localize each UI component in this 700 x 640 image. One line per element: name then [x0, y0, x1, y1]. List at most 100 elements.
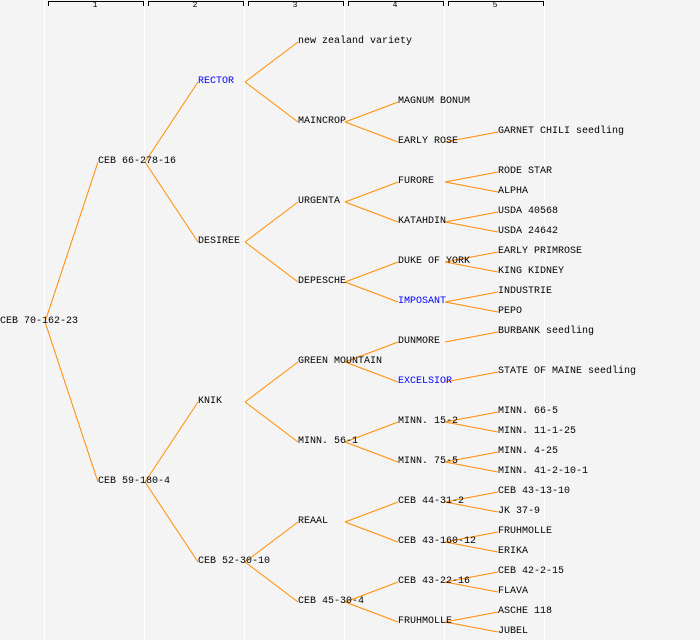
pedigree-node[interactable]: CEB 42-2-15 — [498, 566, 565, 577]
pedigree-node[interactable]: PEPO — [498, 306, 523, 317]
pedigree-root[interactable]: CEB 70-162-23 — [0, 316, 79, 327]
pedigree-node[interactable]: FRUHMOLLE — [398, 616, 453, 627]
pedigree-link — [344, 201, 399, 223]
pedigree-node[interactable]: BURBANK seedling — [498, 326, 595, 337]
pedigree-link — [444, 531, 499, 543]
pedigree-node[interactable]: CEB 52-30-10 — [198, 556, 271, 567]
pedigree-node[interactable]: CEB 43-160-12 — [398, 536, 477, 547]
generation-bracket — [348, 1, 444, 6]
pedigree-node[interactable]: FURORE — [398, 176, 435, 187]
pedigree-node[interactable]: GREEN MOUNTAIN — [298, 356, 383, 367]
pedigree-node[interactable]: USDA 40568 — [498, 206, 559, 217]
pedigree-node[interactable]: URGENTA — [298, 196, 341, 207]
pedigree-node[interactable]: INDUSTRIE — [498, 286, 553, 297]
pedigree-node[interactable]: MINN. 15-2 — [398, 416, 459, 427]
pedigree-node[interactable]: JK 37-9 — [498, 506, 541, 517]
pedigree-node[interactable]: ERIKA — [498, 546, 529, 557]
pedigree-node[interactable]: MINN. 66-5 — [498, 406, 559, 417]
pedigree-node[interactable]: DESIREE — [198, 236, 241, 247]
pedigree-link — [244, 81, 299, 123]
generation-label: 3 — [292, 1, 298, 10]
pedigree-node[interactable]: USDA 24642 — [498, 226, 559, 237]
pedigree-link — [244, 561, 299, 603]
pedigree-node[interactable]: MINN. 4-25 — [498, 446, 559, 457]
pedigree-node[interactable]: FRUHMOLLE — [498, 526, 553, 537]
pedigree-node[interactable]: KNIK — [198, 396, 223, 407]
pedigree-link — [344, 341, 399, 363]
pedigree-node[interactable]: new zealand variety — [298, 36, 413, 47]
generation-label: 4 — [392, 1, 398, 10]
pedigree-node[interactable]: IMPOSANT — [398, 296, 447, 307]
pedigree-node[interactable]: ALPHA — [498, 186, 529, 197]
pedigree-link — [444, 131, 499, 143]
pedigree-link — [444, 171, 499, 183]
pedigree-node[interactable]: REAAL — [298, 516, 329, 527]
generation-bracket — [48, 1, 144, 6]
pedigree-node[interactable]: MINN. 75-5 — [398, 456, 459, 467]
pedigree-link — [244, 521, 299, 563]
pedigree-link — [444, 541, 499, 553]
pedigree-link — [344, 101, 399, 123]
pedigree-link — [44, 161, 99, 323]
pedigree-link — [444, 211, 499, 223]
pedigree-node[interactable]: KATAHDIN — [398, 216, 447, 227]
pedigree-node[interactable]: FLAVA — [498, 586, 529, 597]
pedigree-link — [444, 421, 499, 433]
generation-label: 5 — [492, 1, 498, 10]
column-separator — [444, 0, 445, 640]
pedigree-link — [144, 81, 199, 163]
pedigree-link — [444, 461, 499, 473]
pedigree-link — [444, 621, 499, 633]
pedigree-link — [444, 501, 499, 513]
pedigree-node[interactable]: MAGNUM BONUM — [398, 96, 471, 107]
pedigree-link — [144, 481, 199, 563]
generation-label: 2 — [192, 1, 198, 10]
pedigree-link — [344, 441, 399, 463]
pedigree-node[interactable]: ASCHE 118 — [498, 606, 553, 617]
pedigree-node[interactable]: EARLY PRIMROSE — [498, 246, 583, 257]
pedigree-link — [444, 221, 499, 233]
pedigree-link — [244, 41, 299, 83]
pedigree-node[interactable]: EXCELSIOR — [398, 376, 453, 387]
pedigree-node[interactable]: KING KIDNEY — [498, 266, 565, 277]
pedigree-link — [344, 581, 399, 603]
column-separator — [244, 0, 245, 640]
pedigree-node[interactable]: STATE OF MAINE seedling — [498, 366, 637, 377]
pedigree-link — [444, 411, 499, 423]
pedigree-node[interactable]: DUNMORE — [398, 336, 441, 347]
pedigree-link — [444, 491, 499, 503]
pedigree-node[interactable]: MINN. 11-1-25 — [498, 426, 577, 437]
pedigree-link — [444, 571, 499, 583]
pedigree-node[interactable]: CEB 43-22-16 — [398, 576, 471, 587]
pedigree-node[interactable]: GARNET CHILI seedling — [498, 126, 625, 137]
pedigree-link — [344, 501, 399, 523]
pedigree-link — [444, 371, 499, 383]
pedigree-node[interactable]: DEPESCHE — [298, 276, 347, 287]
pedigree-node[interactable]: MAINCROP — [298, 116, 347, 127]
pedigree-node[interactable]: RODE STAR — [498, 166, 553, 177]
pedigree-link — [444, 291, 499, 303]
pedigree-node[interactable]: CEB 59-180-4 — [98, 476, 171, 487]
pedigree-node[interactable]: JUBEL — [498, 626, 529, 637]
pedigree-link — [444, 451, 499, 463]
pedigree-node[interactable]: CEB 45-30-4 — [298, 596, 365, 607]
pedigree-link — [344, 421, 399, 443]
pedigree-link — [344, 361, 399, 383]
pedigree-node[interactable]: CEB 66-278-16 — [98, 156, 177, 167]
pedigree-node[interactable]: CEB 44-31-2 — [398, 496, 465, 507]
pedigree-node[interactable]: DUKE OF YORK — [398, 256, 471, 267]
pedigree-node[interactable]: MINN. 56-1 — [298, 436, 359, 447]
pedigree-link — [144, 161, 199, 243]
pedigree-link — [444, 261, 499, 273]
pedigree-node[interactable]: MINN. 41-2-10-1 — [498, 466, 589, 477]
pedigree-link — [144, 401, 199, 483]
pedigree-link — [344, 181, 399, 203]
pedigree-link — [244, 361, 299, 403]
generation-bracket — [448, 1, 544, 6]
pedigree-link — [444, 581, 499, 593]
pedigree-node[interactable]: CEB 43-13-10 — [498, 486, 571, 497]
pedigree-node[interactable]: EARLY ROSE — [398, 136, 459, 147]
pedigree-link — [344, 521, 399, 543]
pedigree-node[interactable]: RECTOR — [198, 76, 235, 87]
